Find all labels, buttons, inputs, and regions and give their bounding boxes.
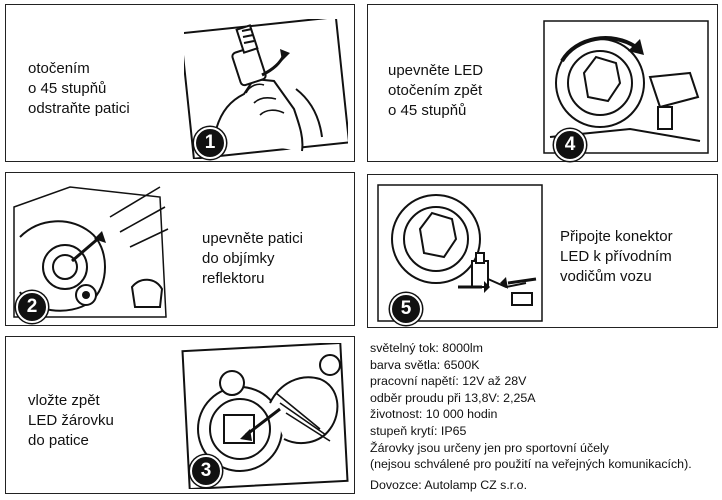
step-3-illustration: [181, 343, 349, 489]
step-5-text: Připojte konektor LED k přívodním vodičů…: [560, 228, 673, 285]
step-2-panel: upevněte patici do objímky reflektoru 2: [5, 172, 355, 326]
step-4-panel: upevněte LED otočením zpět o 45 stupňů 4: [367, 4, 718, 162]
step-2-illustration: [13, 186, 169, 318]
step-3-panel: vložte zpět LED žárovku do patice 3: [5, 336, 355, 494]
importer: Dovozce: Autolamp CZ s.r.o.: [370, 478, 528, 492]
step-1-illustration: [184, 19, 348, 159]
step-4-illustration: [543, 20, 709, 154]
step-4-text: upevněte LED otočením zpět o 45 stupňů: [388, 62, 484, 119]
spec-usage-note: Žárovky jsou určeny jen pro sportovní úč…: [370, 440, 609, 455]
step-3-number-badge: 3: [190, 455, 222, 487]
spec-ip-rating: stupeň krytí: IP65: [370, 423, 467, 438]
step-1-panel: otočením o 45 stupňů odstraňte patici 1: [5, 4, 355, 162]
step-1-text: otočením o 45 stupňů odstraňte patici: [28, 60, 130, 117]
spec-current-draw: odběr proudu při 13,8V: 2,25A: [370, 390, 536, 405]
spec-lifetime: životnost: 10 000 hodin: [370, 407, 498, 422]
step-5-illustration: [377, 184, 543, 322]
step-3-text: vložte zpět LED žárovku do patice: [28, 392, 114, 449]
spec-approval-note: (nejsou schválené pro použití na veřejný…: [370, 457, 692, 472]
step-4-number-badge: 4: [554, 129, 586, 161]
step-2-text: upevněte patici do objímky reflektoru: [202, 230, 303, 287]
step-5-panel: Připojte konektor LED k přívodním vodičů…: [367, 174, 718, 328]
spec-color-temperature: barva světla: 6500K: [370, 357, 480, 372]
step-5-number-badge: 5: [390, 293, 422, 325]
specifications: světelný tok: 8000lm barva světla: 6500K…: [370, 340, 720, 473]
spec-luminous-flux: světelný tok: 8000lm: [370, 341, 483, 355]
step-2-number-badge: 2: [16, 291, 48, 323]
spec-operating-voltage: pracovní napětí: 12V až 28V: [370, 374, 527, 389]
step-1-number-badge: 1: [194, 127, 226, 159]
